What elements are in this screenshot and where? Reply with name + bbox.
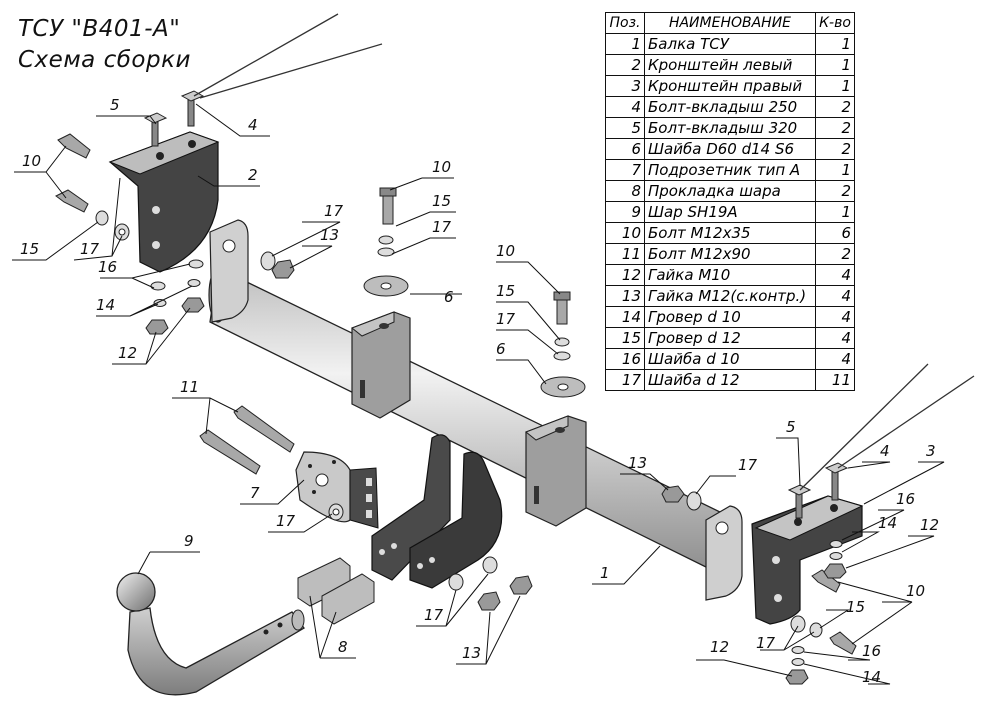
callout-4-right: 4 bbox=[880, 442, 890, 460]
callout-17-hitch: 17 bbox=[424, 606, 444, 624]
callout-14-right-bottom: 14 bbox=[862, 668, 881, 686]
callout-16-left: 16 bbox=[98, 258, 117, 276]
fasteners bbox=[55, 133, 857, 655]
spec-cell-name: Болт-вкладыш 320 bbox=[644, 117, 816, 139]
spec-cell-name: Шар SH19А bbox=[644, 201, 816, 223]
callout-7: 7 bbox=[250, 484, 260, 502]
spec-cell-name: Кронштейн левый bbox=[644, 54, 816, 76]
callout-5-left: 5 bbox=[110, 96, 120, 114]
callout-6-bottom: 6 bbox=[496, 340, 506, 358]
spec-cell-name: Балка ТСУ bbox=[644, 33, 816, 55]
ball-spacers bbox=[297, 557, 375, 625]
right-bolt-inserts bbox=[787, 363, 975, 519]
callout-2: 2 bbox=[248, 166, 258, 184]
callout-13-hitch: 13 bbox=[462, 644, 481, 662]
spec-cell-name: Болт-вкладыш 250 bbox=[644, 96, 816, 118]
callout-10-center: 10 bbox=[432, 158, 451, 176]
spec-cell-name: Болт М12х35 bbox=[644, 222, 816, 244]
callout-13-right: 13 bbox=[628, 454, 647, 472]
spec-cell-name: Шайба d 10 bbox=[644, 348, 816, 370]
callout-17-beam: 17 bbox=[324, 202, 344, 220]
callout-17-socket: 17 bbox=[276, 512, 296, 530]
callout-17-right-bottom: 17 bbox=[756, 634, 776, 652]
callout-17-mid: 17 bbox=[496, 310, 516, 328]
callout-10-right: 10 bbox=[906, 582, 925, 600]
callout-15-center: 15 bbox=[432, 192, 451, 210]
callout-labels: 5 4 2 10 15 17 16 14 12 10 15 17 6 17 13… bbox=[20, 96, 939, 686]
leader-lines bbox=[12, 103, 945, 685]
spec-cell-qty: 4 bbox=[815, 306, 855, 328]
spec-cell-name: Шайба D60 d14 S6 bbox=[644, 138, 816, 160]
beam-saddle-left bbox=[351, 311, 411, 419]
callout-17-center: 17 bbox=[432, 218, 452, 236]
beam-saddle-right bbox=[525, 415, 587, 527]
hitch-mount-plates bbox=[371, 434, 503, 589]
callout-14-right: 14 bbox=[878, 514, 897, 532]
callout-17-right: 17 bbox=[738, 456, 758, 474]
spec-cell-pos: 17 bbox=[605, 369, 645, 391]
callout-16-right-bottom: 16 bbox=[862, 642, 881, 660]
callout-15-right: 15 bbox=[846, 598, 865, 616]
callout-1: 1 bbox=[600, 564, 610, 582]
left-bolt-inserts bbox=[143, 13, 383, 147]
left-bracket bbox=[108, 131, 220, 273]
spec-cell-name: Шайба d 12 bbox=[644, 369, 816, 391]
callout-15-mid: 15 bbox=[496, 282, 515, 300]
callout-14-left: 14 bbox=[96, 296, 115, 314]
callout-10-mid: 10 bbox=[496, 242, 515, 260]
callout-17-left: 17 bbox=[80, 240, 100, 258]
callout-4-left: 4 bbox=[248, 116, 258, 134]
callout-16-right: 16 bbox=[896, 490, 915, 508]
col-pos-header: Поз. bbox=[605, 12, 645, 34]
callout-3: 3 bbox=[926, 442, 936, 460]
callout-12-right: 12 bbox=[920, 516, 939, 534]
spec-table-header: Поз. НАИМЕНОВАНИЕ К-во bbox=[605, 12, 855, 34]
callout-11: 11 bbox=[180, 378, 199, 396]
right-bracket bbox=[751, 495, 864, 625]
callout-8: 8 bbox=[338, 638, 348, 656]
diagram-title: ТСУ "В401-А" bbox=[18, 16, 181, 42]
callout-13-beam: 13 bbox=[320, 226, 339, 244]
spec-cell-qty: 6 bbox=[815, 222, 855, 244]
spec-cell-pos: 11 bbox=[605, 243, 645, 265]
callout-5-right: 5 bbox=[786, 418, 796, 436]
callout-15-left: 15 bbox=[20, 240, 39, 258]
spec-cell-qty: 2 bbox=[815, 117, 855, 139]
callout-9: 9 bbox=[184, 532, 194, 550]
diagram-subtitle: Схема сборки bbox=[18, 47, 191, 73]
callout-12-left: 12 bbox=[118, 344, 137, 362]
callout-10-left: 10 bbox=[22, 152, 41, 170]
spec-cell-qty: 11 bbox=[815, 369, 855, 391]
callout-6-top: 6 bbox=[444, 288, 454, 306]
callout-12-right-bottom: 12 bbox=[710, 638, 729, 656]
tow-ball-arm bbox=[116, 572, 305, 696]
